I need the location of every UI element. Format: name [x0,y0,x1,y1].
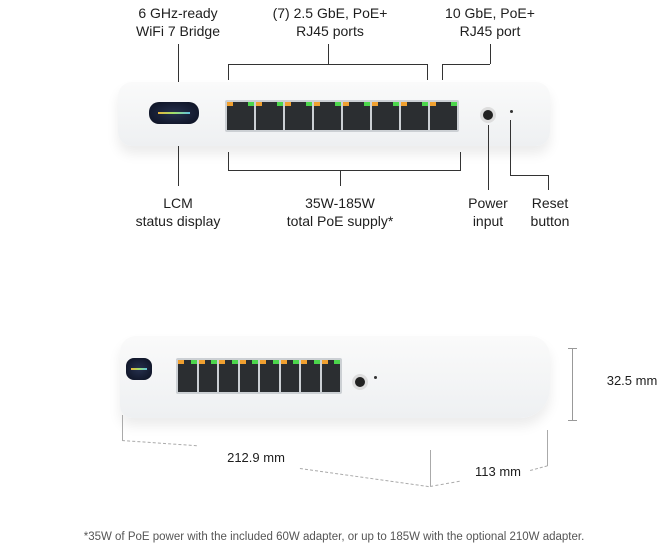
callout-line [490,44,491,64]
dimension-line [122,415,123,440]
rj45-port [178,360,197,392]
rj45-port [430,102,457,130]
label-line: status display [135,213,221,229]
rj45-port [321,360,340,392]
label-10gbe-port: 10 GbE, PoE+ RJ45 port [445,4,535,40]
callout-line [178,44,179,82]
dimension-line-depth [530,465,548,471]
rj45-port [401,102,428,130]
label-reset-button: Reset button [531,194,570,230]
dimension-width: 212.9 mm [227,450,285,465]
device-angled-view [120,336,550,418]
rj45-ports [176,358,342,394]
rj45-port [343,102,370,130]
rj45-port [256,102,283,130]
callout-bracket [442,64,490,65]
rj45-port [239,360,258,392]
lcm-display [149,102,199,124]
label-line: (7) 2.5 GbE, PoE+ [272,5,388,21]
label-25gbe-ports: (7) 2.5 GbE, PoE+ RJ45 ports [273,4,388,40]
dimension-line [430,450,431,486]
rj45-port [301,360,320,392]
label-line: RJ45 ports [296,23,364,39]
callout-line [510,120,511,175]
label-line: RJ45 port [459,23,521,39]
dimension-height: 32.5 mm [606,373,658,388]
rj45-port [198,360,217,392]
rj45-port [280,360,299,392]
label-line: Power [468,195,508,211]
reset-button [374,376,377,379]
label-line: input [472,213,504,229]
rj45-port [227,102,254,130]
label-lcm: LCM status display [136,194,221,230]
callout-line [488,125,489,190]
rj45-ports [225,100,459,132]
dimension-tick [568,348,577,349]
label-line: button [530,213,570,229]
label-line: 6 GHz-ready [138,5,218,21]
callout-line [442,64,443,80]
callout-line [328,44,329,64]
label-line: 10 GbE, PoE+ [445,5,535,21]
rj45-port [260,360,279,392]
callout-line [427,64,428,80]
dimension-line [547,430,548,466]
dimension-depth: 113 mm [475,464,521,479]
lcm-display [126,358,152,380]
rj45-port [285,102,312,130]
callout-line [548,175,549,190]
callout-line [228,152,229,170]
callout-line [178,146,179,186]
label-power-input: Power input [468,194,508,230]
dimension-line-depth [430,480,460,487]
label-line: Reset [531,195,569,211]
label-line: WiFi 7 Bridge [135,23,221,39]
callout-line [460,152,461,170]
footnote: *35W of PoE power with the included 60W … [83,531,585,543]
callout-line [340,170,341,186]
label-line: total PoE supply* [286,213,394,229]
dimension-line-width [121,440,197,447]
label-poe-supply: 35W-185W total PoE supply* [287,194,394,230]
power-jack [352,374,368,390]
label-line: LCM [163,195,193,211]
reset-button [510,110,513,113]
callout-line [510,175,548,176]
power-jack [480,107,496,123]
dimension-line-width [299,468,429,488]
device-front-view [118,82,550,146]
callout-line [228,64,229,80]
rj45-port [372,102,399,130]
rj45-port [314,102,341,130]
callout-bracket [228,170,461,171]
callout-bracket [228,64,428,65]
dimension-line-height [572,348,573,420]
rj45-port [219,360,238,392]
label-line: 35W-185W [305,195,375,211]
dimension-tick [568,420,577,421]
